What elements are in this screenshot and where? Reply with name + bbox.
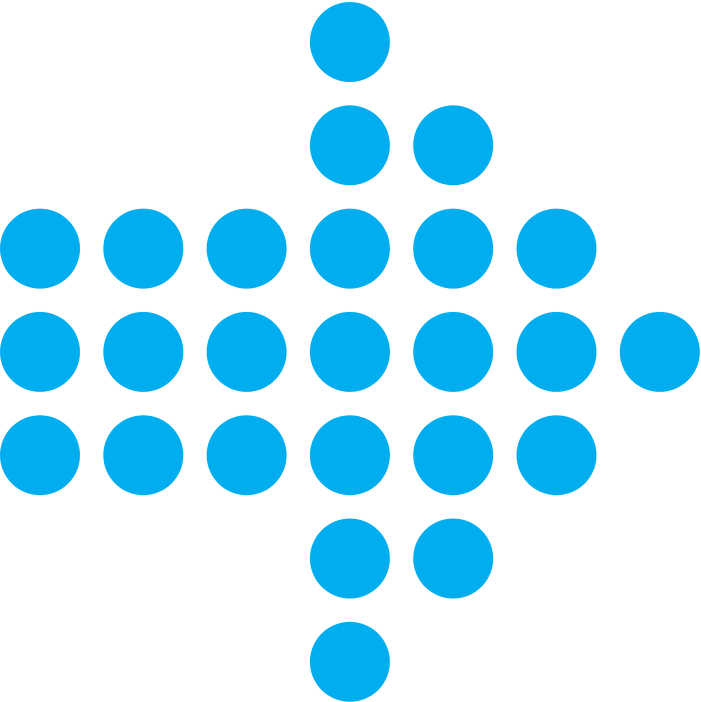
arrow-dot-r3-c5 (516, 311, 597, 392)
arrow-dot-r2-c2 (206, 208, 287, 289)
arrow-dot-r5-c3 (309, 518, 390, 599)
arrow-dot-r1-c3 (309, 105, 390, 186)
arrow-dot-r4-c1 (103, 415, 184, 496)
arrow-dot-r0-c3 (309, 2, 390, 82)
arrow-dot-r4-c4 (413, 415, 494, 496)
arrow-dot-r3-c4 (413, 311, 494, 392)
arrow-dot-r3-c6 (619, 311, 700, 392)
arrow-dot-r5-c4 (413, 518, 494, 599)
arrow-dot-r3-c2 (206, 311, 287, 392)
arrow-dot-r2-c3 (309, 208, 390, 289)
arrow-dot-r3-c3 (309, 311, 390, 392)
arrow-dot-r4-c3 (309, 415, 390, 496)
arrow-dot-r4-c0 (0, 415, 80, 496)
arrow-dot-r2-c5 (516, 208, 597, 289)
arrow-dot-r3-c1 (103, 311, 184, 392)
arrow-dot-r2-c0 (0, 208, 80, 289)
arrow-dot-r1-c4 (413, 105, 494, 186)
arrow-dot-r2-c1 (103, 208, 184, 289)
arrow-dot-r4-c2 (206, 415, 287, 496)
arrow-dot-r3-c0 (0, 311, 80, 392)
arrow-dot-r2-c4 (413, 208, 494, 289)
arrow-dot-r4-c5 (516, 415, 597, 496)
arrow-dot-r6-c3 (309, 621, 390, 702)
